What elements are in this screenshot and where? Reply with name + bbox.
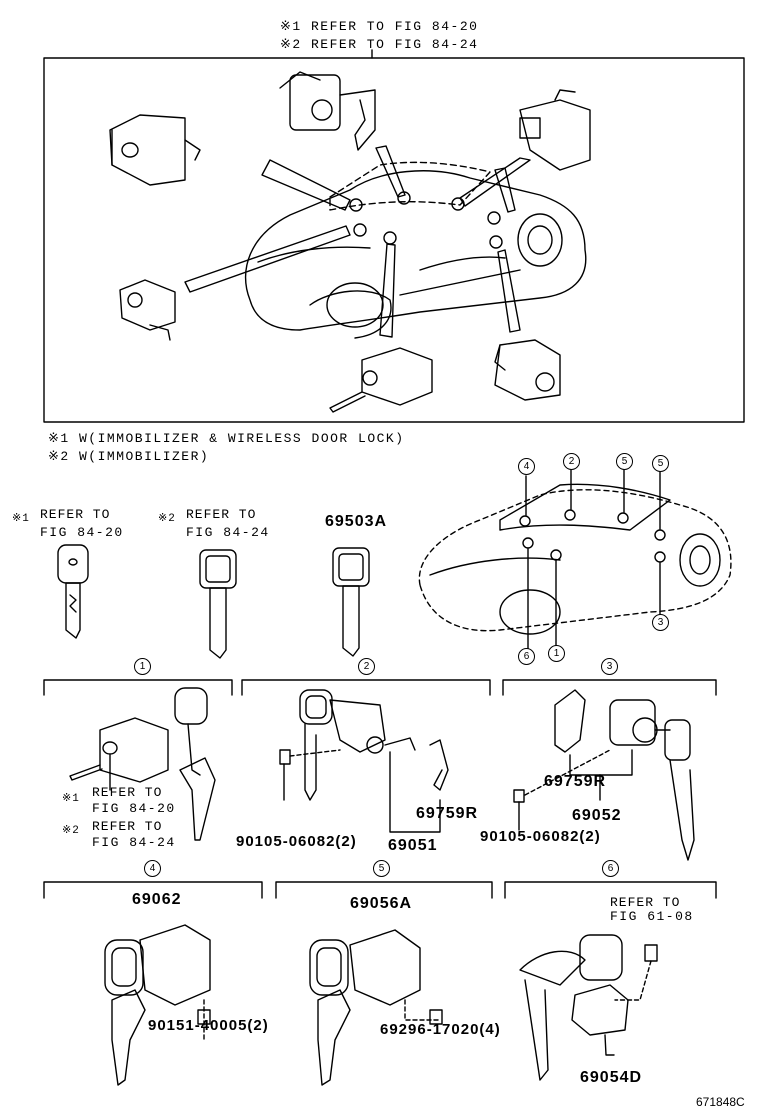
overview-part-top-right	[519, 89, 591, 171]
overview-frame	[43, 57, 745, 423]
key-3	[332, 547, 370, 657]
key2-ref-line1: REFER TO	[186, 507, 257, 522]
group3-part-69052: 69052	[572, 807, 622, 824]
group2-number: 2	[358, 658, 375, 675]
group6-ref-line2: FIG 61-08	[610, 909, 694, 924]
group6-lock	[519, 934, 658, 1081]
group1-ref1a: REFER TO	[92, 785, 163, 800]
group3-lock	[513, 689, 695, 861]
group4-lock	[104, 924, 211, 1086]
header-ref1: ※1 REFER TO FIG 84-20	[280, 19, 479, 34]
key1-ref-line2: FIG 84-20	[40, 525, 124, 540]
callout-3: 3	[652, 614, 669, 631]
group6-ref-line1: REFER TO	[610, 895, 681, 910]
callout-4: 4	[518, 458, 535, 475]
group1-cylinder	[69, 687, 216, 841]
key-2	[199, 549, 237, 659]
group1-ref2b: FIG 84-24	[92, 835, 176, 850]
group5-lock	[309, 929, 443, 1086]
overview-part-top-center	[279, 71, 376, 151]
note-immobilizer-wireless: ※1 W(IMMOBILIZER & WIRELESS DOOR LOCK)	[48, 431, 405, 446]
small-car	[418, 469, 732, 651]
callout-6: 6	[518, 648, 535, 665]
group1-ref1b: FIG 84-20	[92, 801, 176, 816]
group6-number: 6	[602, 860, 619, 877]
header-ref2: ※2 REFER TO FIG 84-24	[280, 37, 479, 52]
overview-car	[184, 145, 587, 339]
group1-mark2: ※2	[62, 825, 80, 837]
overview-part-top-left	[109, 114, 201, 186]
group4-part-bolt: 90151-40005(2)	[148, 1017, 269, 1034]
group3-part-69759R: 69759R	[544, 773, 607, 790]
group2-lock	[279, 689, 449, 833]
callout-5b: 5	[652, 455, 669, 472]
group4-part-69062: 69062	[132, 891, 182, 908]
group2-part-69051: 69051	[388, 837, 438, 854]
group2-part-69759R: 69759R	[416, 805, 479, 822]
group3-number: 3	[601, 658, 618, 675]
group1-ref2a: REFER TO	[92, 819, 163, 834]
group5-number: 5	[373, 860, 390, 877]
overview-part-bottom-center	[329, 347, 433, 413]
note-immobilizer: ※2 W(IMMOBILIZER)	[48, 449, 210, 464]
callout-5a: 5	[616, 453, 633, 470]
callout-2: 2	[563, 453, 580, 470]
group4-number: 4	[144, 860, 161, 877]
group5-part-bolt: 69296-17020(4)	[380, 1021, 501, 1038]
key2-ref-line2: FIG 84-24	[186, 525, 270, 540]
key2-mark: ※2	[158, 513, 176, 525]
key3-part-number: 69503A	[325, 513, 388, 530]
group5-part-69056A: 69056A	[350, 895, 413, 912]
figure-code: 671848C	[696, 1095, 745, 1109]
key1-ref-line1: REFER TO	[40, 507, 111, 522]
group1-number: 1	[134, 658, 151, 675]
group6-part-69054D: 69054D	[580, 1069, 643, 1086]
overview-part-left	[119, 279, 176, 341]
group2-part-bolt: 90105-06082(2)	[236, 833, 357, 850]
key1-mark: ※1	[12, 513, 30, 525]
group1-mark1: ※1	[62, 793, 80, 805]
key-1	[57, 544, 89, 639]
group3-part-bolt: 90105-06082(2)	[480, 828, 601, 845]
overview-part-bottom-right	[494, 339, 561, 401]
callout-1: 1	[548, 645, 565, 662]
